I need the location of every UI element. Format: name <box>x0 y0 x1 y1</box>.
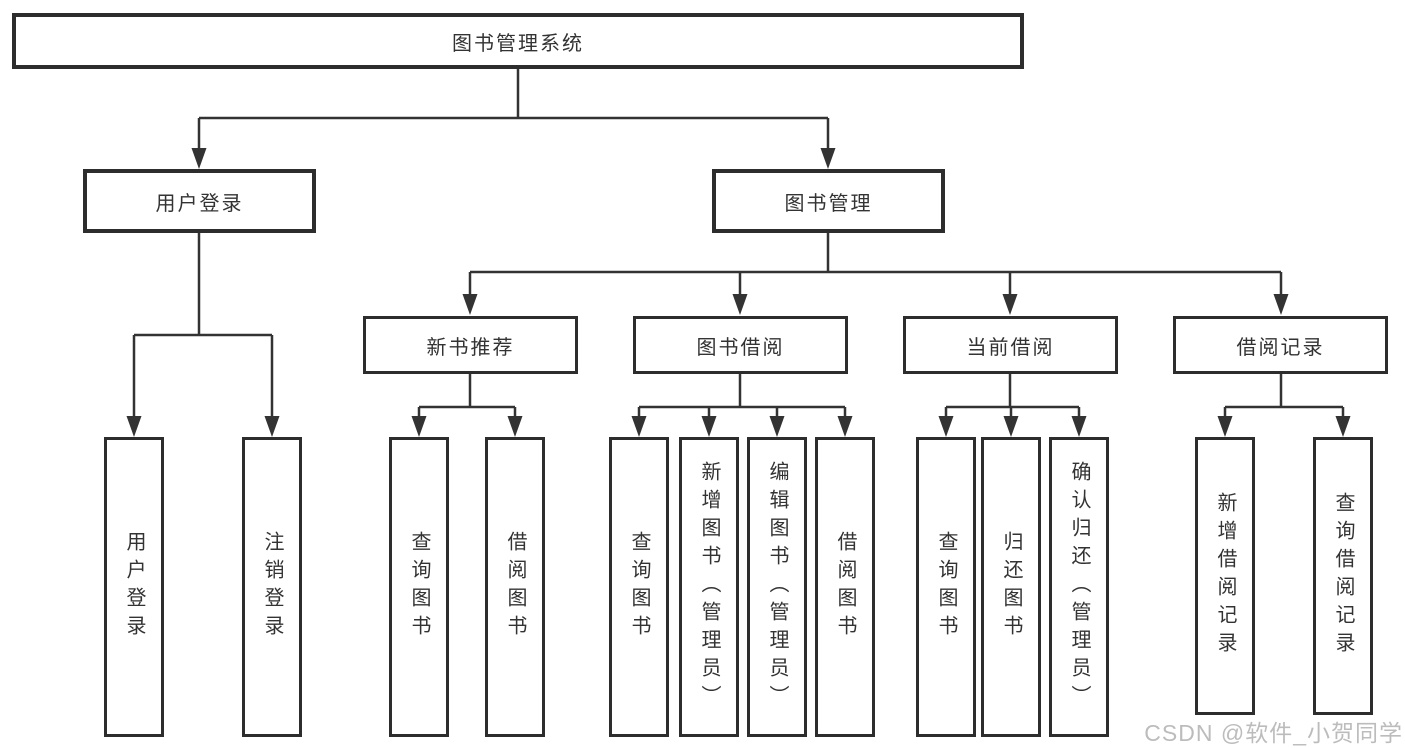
arrow-down-icon <box>1002 294 1018 315</box>
node-current-borrow: 当前借阅 <box>903 316 1118 374</box>
arrow-down-icon <box>126 416 142 437</box>
leaf-query-borrow-record: 查询借阅记录 <box>1313 437 1373 715</box>
arrow-down-icon <box>1217 416 1233 437</box>
node-label: 查询借阅记录 <box>1332 492 1354 660</box>
node-new-book-recommend: 新书推荐 <box>363 316 578 374</box>
arrow-down-icon <box>1273 294 1289 315</box>
arrow-down-icon <box>462 294 478 315</box>
node-label: 查询图书 <box>935 531 957 643</box>
node-label: 用户登录 <box>123 531 145 643</box>
leaf-edit-book-admin: 编辑图书（管理员） <box>747 437 807 737</box>
node-label: 借阅记录 <box>1236 336 1325 359</box>
leaf-return-book: 归还图书 <box>981 437 1041 737</box>
leaf-confirm-return-admin: 确认归还（管理员） <box>1049 437 1109 737</box>
leaf-add-borrow-record: 新增借阅记录 <box>1195 437 1255 715</box>
arrow-down-icon <box>264 416 280 437</box>
node-label: 注销登录 <box>261 531 283 643</box>
node-borrow-records: 借阅记录 <box>1173 316 1388 374</box>
node-label: 编辑图书（管理员） <box>766 461 788 713</box>
leaf-logout: 注销登录 <box>242 437 302 737</box>
node-label: 图书管理系统 <box>452 32 584 55</box>
leaf-borrow-books-recommend: 借阅图书 <box>485 437 545 737</box>
node-book-borrow: 图书借阅 <box>633 316 848 374</box>
leaf-borrow-books: 借阅图书 <box>815 437 875 737</box>
node-label: 图书管理 <box>784 192 873 215</box>
node-label: 图书借阅 <box>696 336 785 359</box>
connector-root-to-level2 <box>197 69 830 150</box>
connector-newbook-to-leaves <box>417 374 517 420</box>
connector-bookborrow-to-leaves <box>637 374 847 420</box>
arrow-down-icon <box>191 148 207 169</box>
arrow-down-icon <box>820 148 836 169</box>
leaf-query-books-borrow: 查询图书 <box>609 437 669 737</box>
arrow-down-icon <box>837 416 853 437</box>
arrow-down-icon <box>1003 416 1019 437</box>
node-label: 借阅图书 <box>834 531 856 643</box>
arrow-down-icon <box>1071 416 1087 437</box>
arrowheads <box>126 148 1351 437</box>
node-label: 查询图书 <box>628 531 650 643</box>
node-label: 新增图书（管理员） <box>698 461 720 713</box>
arrow-down-icon <box>1335 416 1351 437</box>
node-system-root: 图书管理系统 <box>12 13 1024 69</box>
leaf-user-login: 用户登录 <box>104 437 164 737</box>
arrow-down-icon <box>732 294 748 315</box>
node-label: 新增借阅记录 <box>1214 492 1236 660</box>
arrow-down-icon <box>769 416 785 437</box>
node-label: 归还图书 <box>1000 531 1022 643</box>
node-label: 用户登录 <box>155 192 244 215</box>
arrow-down-icon <box>507 416 523 437</box>
leaf-add-book-admin: 新增图书（管理员） <box>679 437 739 737</box>
arrow-down-icon <box>701 416 717 437</box>
connector-borrowrecords-to-leaves <box>1223 374 1345 420</box>
node-book-management: 图书管理 <box>712 169 945 233</box>
node-label: 借阅图书 <box>504 531 526 643</box>
node-label: 确认归还（管理员） <box>1068 461 1090 713</box>
connector-currentborrow-to-leaves <box>944 374 1081 420</box>
leaf-query-books-recommend: 查询图书 <box>389 437 449 737</box>
node-label: 当前借阅 <box>966 336 1055 359</box>
connector-bookmgmt-to-level3 <box>468 232 1283 297</box>
leaf-query-books-current: 查询图书 <box>916 437 976 737</box>
node-label: 查询图书 <box>408 531 430 643</box>
arrow-down-icon <box>938 416 954 437</box>
csdn-watermark: CSDN @软件_小贺同学 <box>1144 720 1403 746</box>
arrow-down-icon <box>411 416 427 437</box>
node-user-login: 用户登录 <box>83 169 316 233</box>
node-label: 新书推荐 <box>426 336 515 359</box>
arrow-down-icon <box>631 416 647 437</box>
connector-userlogin-to-leaves <box>132 232 274 419</box>
